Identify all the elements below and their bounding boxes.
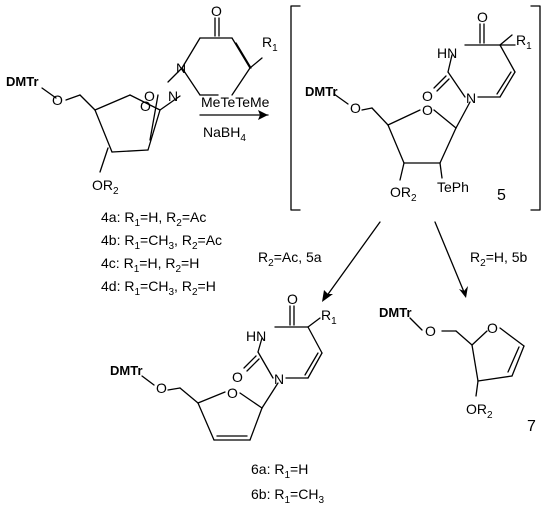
n1-label: N (466, 90, 476, 106)
arrow-to-6 (322, 221, 381, 302)
condition-5a: R2=Ac, 5a (258, 249, 322, 269)
three-prime-or2-label: OR2 (92, 177, 119, 197)
dmtr-label: DMTr (110, 363, 143, 378)
reaction-arrow-main (199, 110, 269, 120)
c2-oxygen-label: O (232, 369, 243, 385)
compound-4d-entry: 4d: R1=CH3, R2=H (101, 278, 216, 298)
r1-label: R1 (321, 307, 337, 327)
ch2-oxygen-label: O (425, 323, 436, 339)
compound-6b-entry: 6b: R1=CH3 (251, 486, 324, 506)
compound-5-structure (333, 23, 516, 181)
three-prime-or2-label: OR2 (390, 184, 417, 204)
compound-6-structure (141, 305, 323, 441)
arrow-to-7 (434, 221, 468, 298)
r1-label: R1 (262, 34, 278, 54)
ring-oxygen-label: O (140, 98, 151, 114)
compound-4-list: 4a: R1=H, R2=Ac 4b: R1=CH3, R2=Ac 4c: R1… (101, 209, 222, 298)
dmtr-label: DMTr (379, 305, 412, 320)
compound-4c-entry: 4c: R1=H, R2=H (101, 255, 199, 275)
teph-label: TePh (437, 179, 469, 195)
reagent-metetetem: MeTeTeMe (201, 94, 270, 110)
r1-label: R1 (516, 32, 532, 52)
glycosidic-nitrogen-label: N (168, 88, 178, 104)
compound-4-labels: O N N O O O DMTr R1 OR2 (6, 3, 278, 197)
compound-7-number: 7 (527, 418, 536, 435)
five-prime-oxygen-label: O (156, 380, 167, 396)
compound-6-labels: O HN O N O O DMTr R1 (110, 291, 337, 401)
sugar-oxygen-label: O (422, 102, 433, 118)
n1-label: N (274, 371, 284, 387)
dmtr-label: DMTr (305, 84, 338, 99)
sugar-oxygen-label: O (227, 385, 238, 401)
c2-oxygen-label: O (422, 88, 433, 104)
ring-oxygen-label: O (487, 320, 498, 336)
condition-5b: R2=H, 5b (470, 249, 528, 269)
compound-6a-entry: 6a: R1=H (251, 461, 308, 481)
c4-oxygen-label: O (287, 291, 298, 307)
five-prime-oxygen-label: O (52, 92, 63, 108)
reagent-nabh4: NaBH4 (203, 124, 246, 144)
dmtr-label: DMTr (6, 74, 39, 89)
compound-7-labels: O O DMTr OR2 7 (379, 305, 536, 435)
intermediate-brackets (290, 5, 541, 211)
hn-label: HN (246, 328, 266, 344)
bridge-oxygen-label: O (144, 88, 155, 104)
compound-5-number: 5 (497, 187, 506, 204)
compound-4a-entry: 4a: R1=H, R2=Ac (101, 209, 206, 229)
five-prime-oxygen-label: O (350, 100, 361, 116)
compound-6-list: 6a: R1=H 6b: R1=CH3 (251, 461, 324, 506)
c4-oxygen-label: O (477, 9, 488, 25)
compound-7-structure (409, 317, 525, 397)
compound-4-structure (41, 17, 263, 173)
carbonyl-oxygen-label: O (211, 3, 222, 19)
hn-label: HN (437, 45, 457, 61)
compound-5-labels: O HN O N O O DMTr R1 OR2 TePh 5 (305, 9, 532, 204)
compound-4b-entry: 4b: R1=CH3, R2=Ac (101, 232, 222, 252)
or2-label: OR2 (466, 401, 493, 421)
ring-nitrogen-label: N (176, 60, 186, 76)
